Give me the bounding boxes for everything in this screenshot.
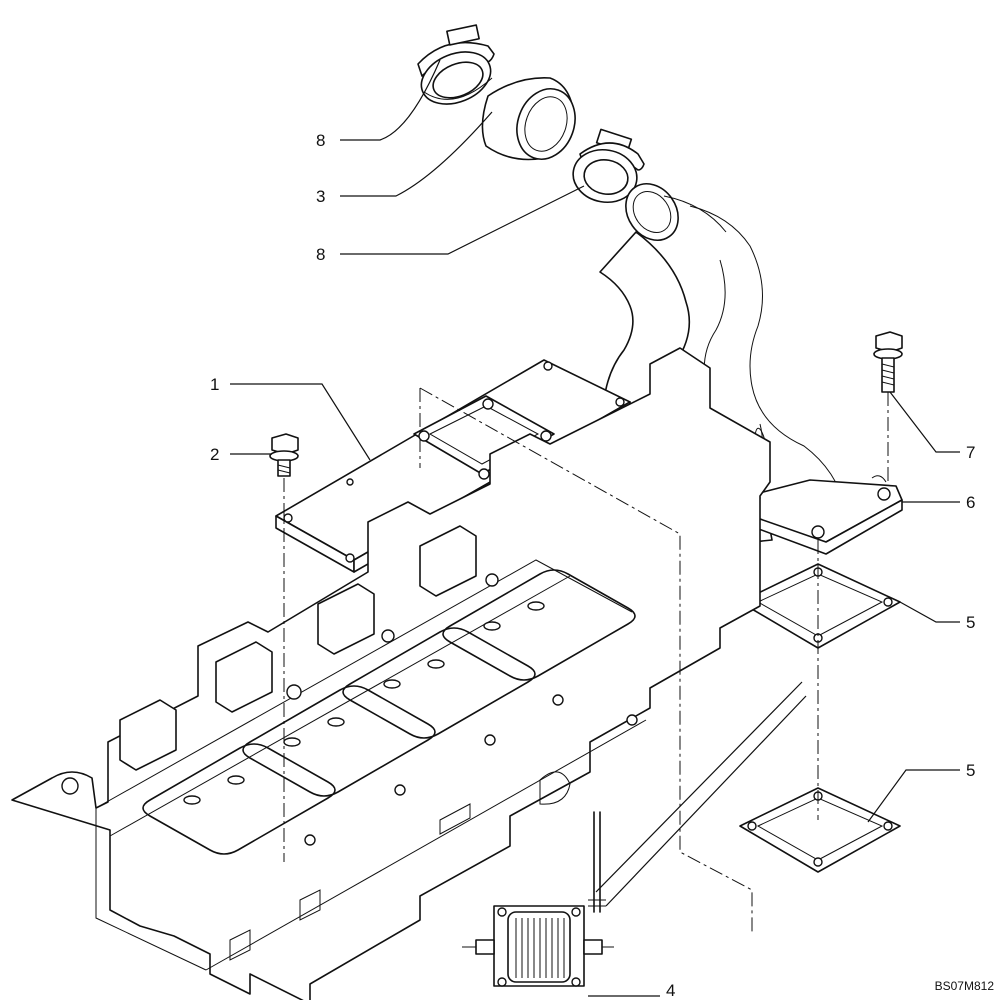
hose-clamp-lower [572,128,645,204]
callout-8-lower: 8 [316,245,325,264]
callout-6: 6 [966,493,975,512]
callout-1: 1 [210,375,219,394]
hose-clamp-upper [417,24,495,105]
callout-4: 4 [666,981,675,1000]
callout-5-upper: 5 [966,613,975,632]
hose-sleeve [481,77,576,161]
callout-8-upper: 8 [316,131,325,150]
callout-7: 7 [966,443,975,462]
intake-heater [462,811,614,987]
cylinder-head [11,347,771,1000]
gasket-lower [739,787,901,873]
gasket-upper [739,563,901,649]
bolt-cover [269,433,299,477]
callout-3: 3 [316,187,325,206]
bolt-flange [873,331,903,393]
leader-lines [230,59,960,997]
alignment-lines [283,387,889,932]
callout-labels: 8 3 8 1 2 7 6 5 5 4 BS07M812 [210,131,994,1000]
reference-code: BS07M812 [935,979,995,993]
callout-2: 2 [210,445,219,464]
callout-5-lower: 5 [966,761,975,780]
